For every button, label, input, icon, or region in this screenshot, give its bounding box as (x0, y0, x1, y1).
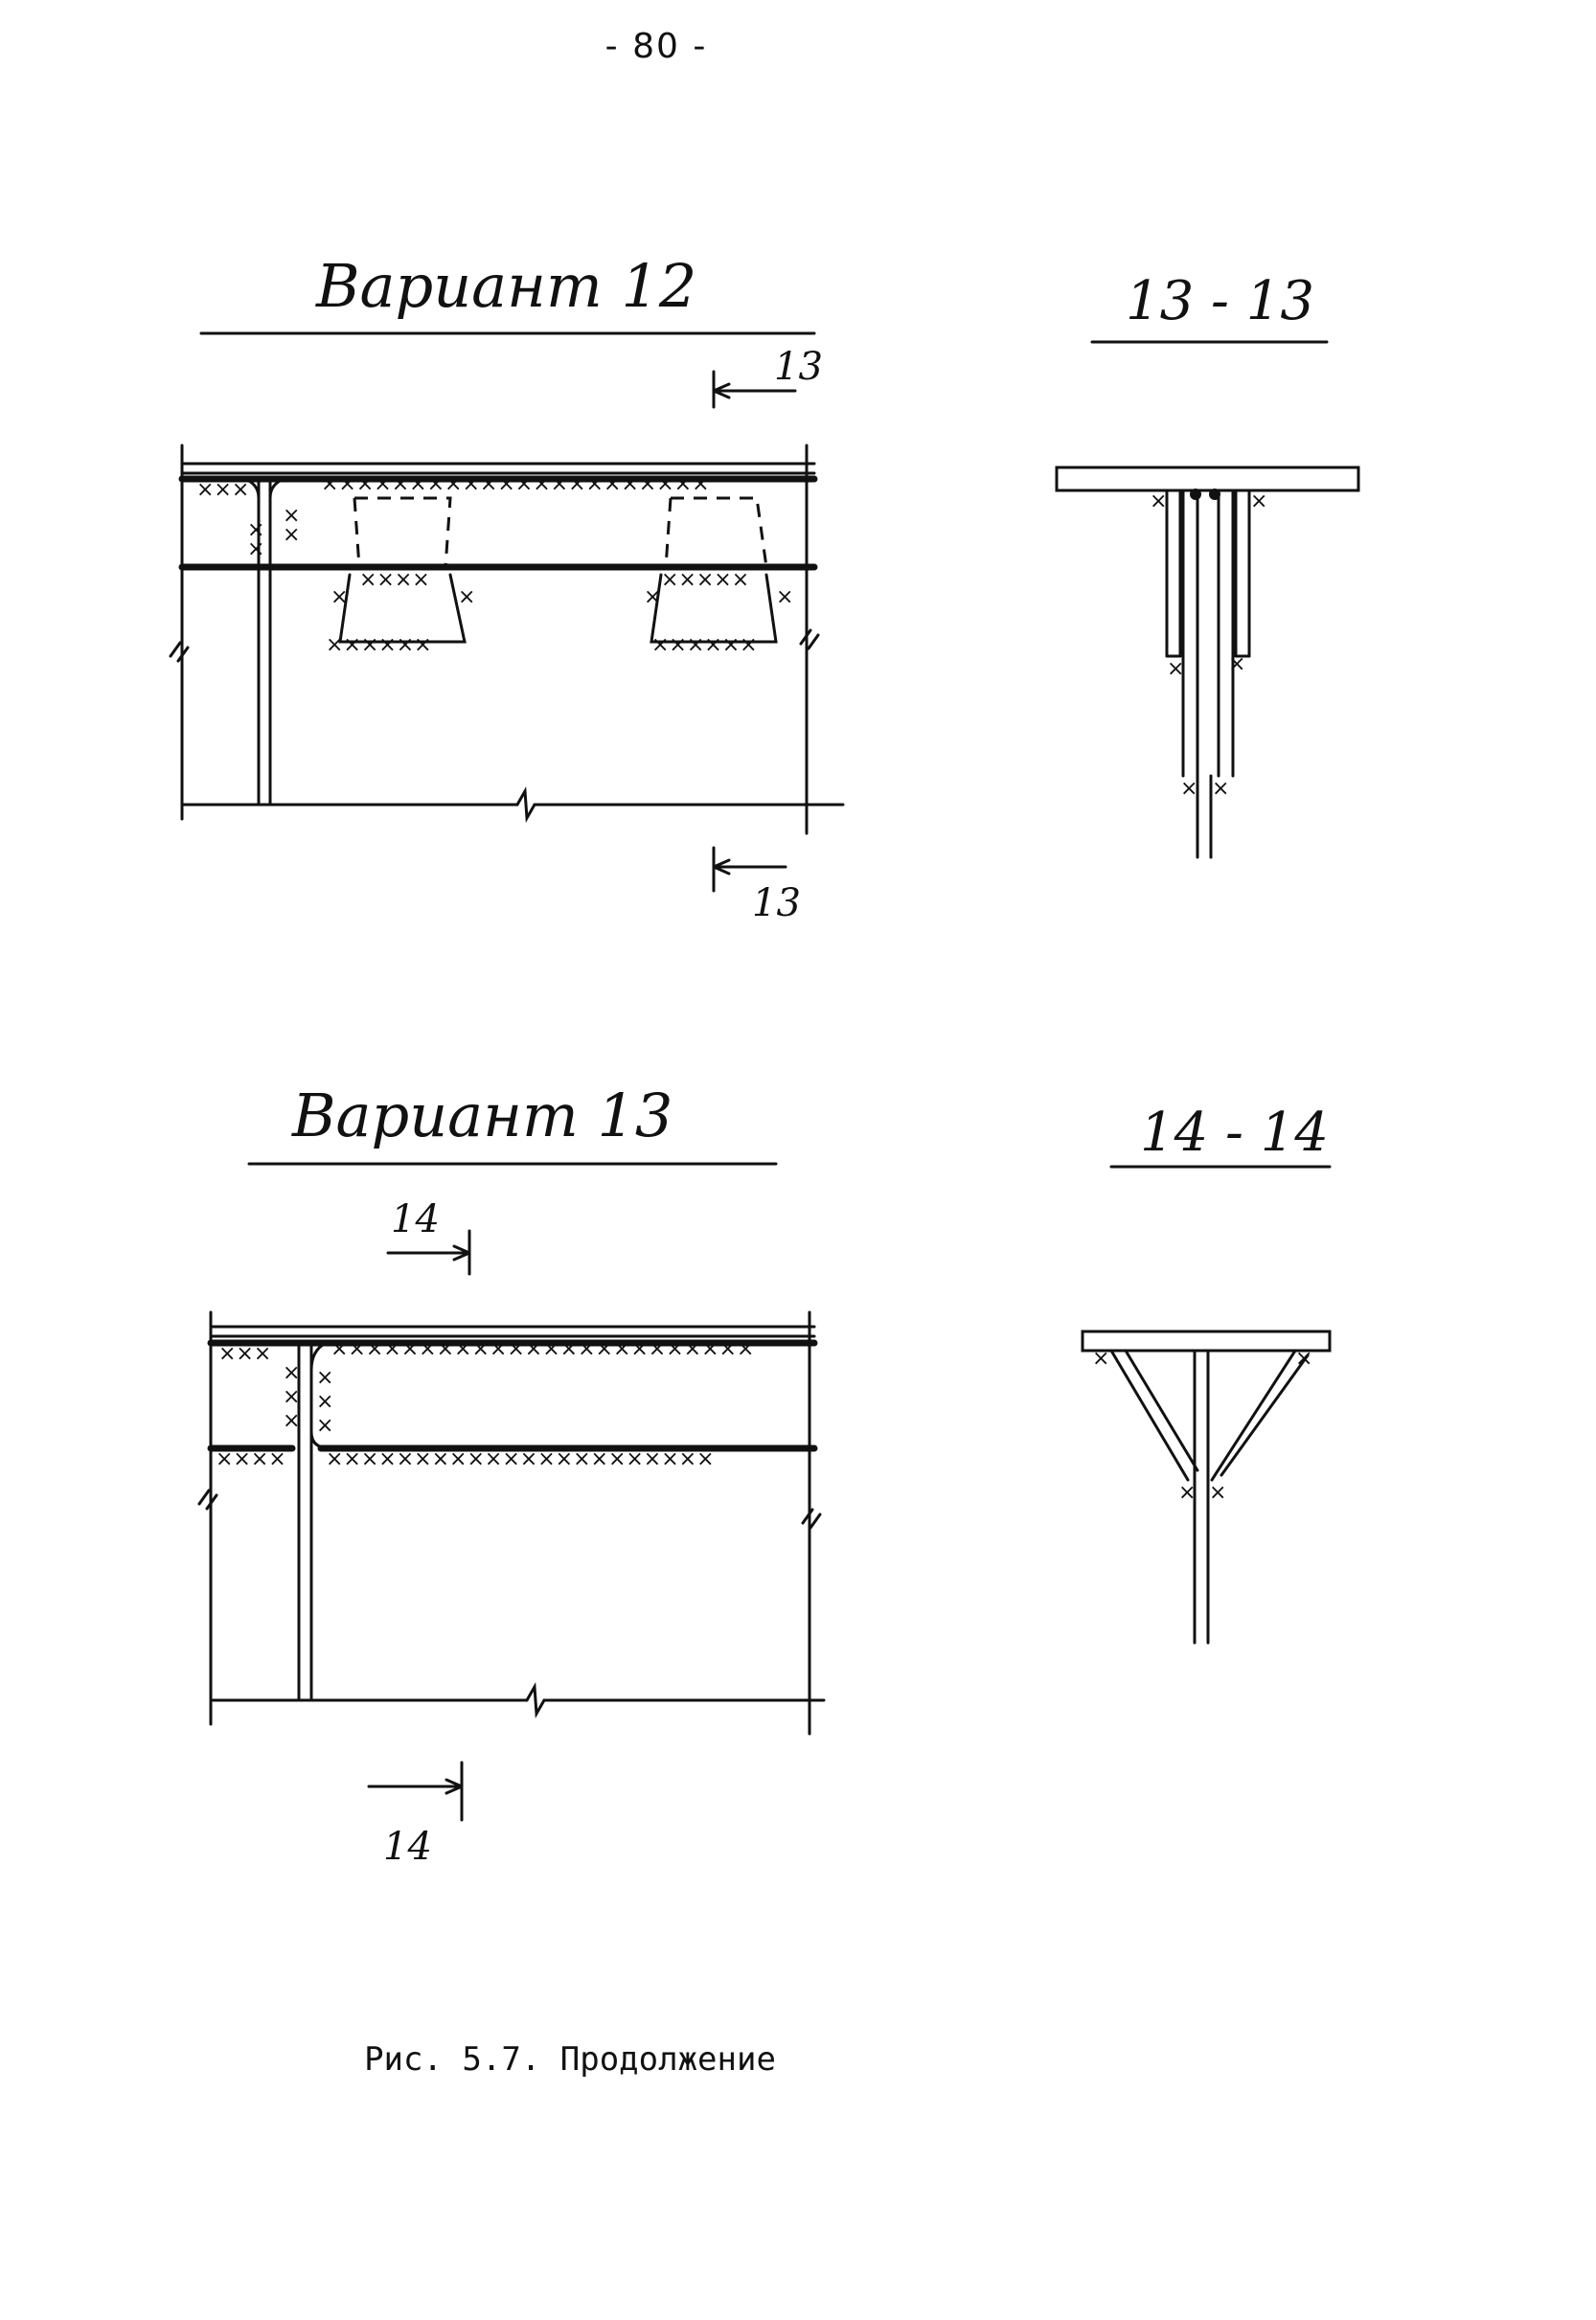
svg-text:×: × (1150, 489, 1167, 513)
svg-text:××××: ×××× (359, 568, 430, 592)
svg-text:×: × (1167, 657, 1184, 681)
svg-text:×: × (316, 1414, 333, 1438)
svg-text:××××××: ×××××× (651, 633, 758, 657)
svg-text:×: × (458, 585, 475, 609)
svg-text:×××: ××× (218, 1342, 271, 1366)
svg-text:×: × (1212, 777, 1229, 801)
weld-marks: ××× (196, 478, 249, 502)
section-14-title: 14 - 14 (1140, 1102, 1330, 1164)
svg-text:×: × (331, 585, 348, 609)
figure-caption: Рис. 5.7. Продолжение (364, 2040, 776, 2079)
cut-label-14-bottom: 14 (383, 1825, 432, 1869)
page-number: - 80 - (604, 27, 708, 66)
svg-text:×: × (283, 1385, 300, 1409)
svg-text:××××××××××××××××××××××××: ×××××××××××××××××××××××× (331, 1337, 754, 1361)
svg-text:××××××××××××××××××××××: ×××××××××××××××××××××× (321, 472, 710, 496)
svg-text:××××××××××××××××××××××: ×××××××××××××××××××××× (326, 1447, 715, 1471)
svg-text:×: × (1178, 1481, 1196, 1505)
svg-text:×: × (316, 1390, 333, 1414)
section-13-13: × × × × × × (1055, 340, 1360, 859)
svg-text:××××××: ×××××× (326, 633, 432, 657)
variant-12-title: Вариант 12 (316, 251, 697, 321)
svg-text:×: × (283, 1361, 300, 1385)
variant-13-plan: ××× ×××××××××××××××××××××××× × × × × × ×… (197, 1162, 826, 1822)
variant-13-title: Вариант 13 (292, 1080, 673, 1150)
svg-text:×: × (1228, 652, 1245, 676)
cut-label-13-bottom: 13 (752, 881, 801, 925)
svg-text:×: × (283, 523, 300, 547)
svg-text:×: × (644, 585, 661, 609)
svg-text:×: × (247, 518, 264, 542)
svg-text:×: × (247, 537, 264, 561)
cut-label-13-top: 13 (774, 345, 823, 389)
svg-text:××××: ×××× (216, 1447, 286, 1471)
svg-text:×: × (1180, 777, 1197, 801)
svg-text:×: × (776, 585, 793, 609)
svg-text:×: × (316, 1366, 333, 1390)
section-13-title: 13 - 13 (1126, 270, 1315, 332)
svg-text:×: × (1209, 1481, 1226, 1505)
cut-label-14-top: 14 (391, 1197, 440, 1241)
svg-text:×: × (1295, 1347, 1312, 1371)
svg-text:×: × (1092, 1347, 1109, 1371)
svg-text:×: × (283, 1409, 300, 1433)
section-14-14: × × × × (1081, 1165, 1332, 1645)
variant-12-plan: ××× ×××××××××××××××××××××× × × × × ×××× … (169, 331, 845, 893)
svg-text:×××××: ××××× (661, 568, 749, 592)
svg-text:×: × (1250, 489, 1267, 513)
svg-text:×: × (283, 504, 300, 528)
